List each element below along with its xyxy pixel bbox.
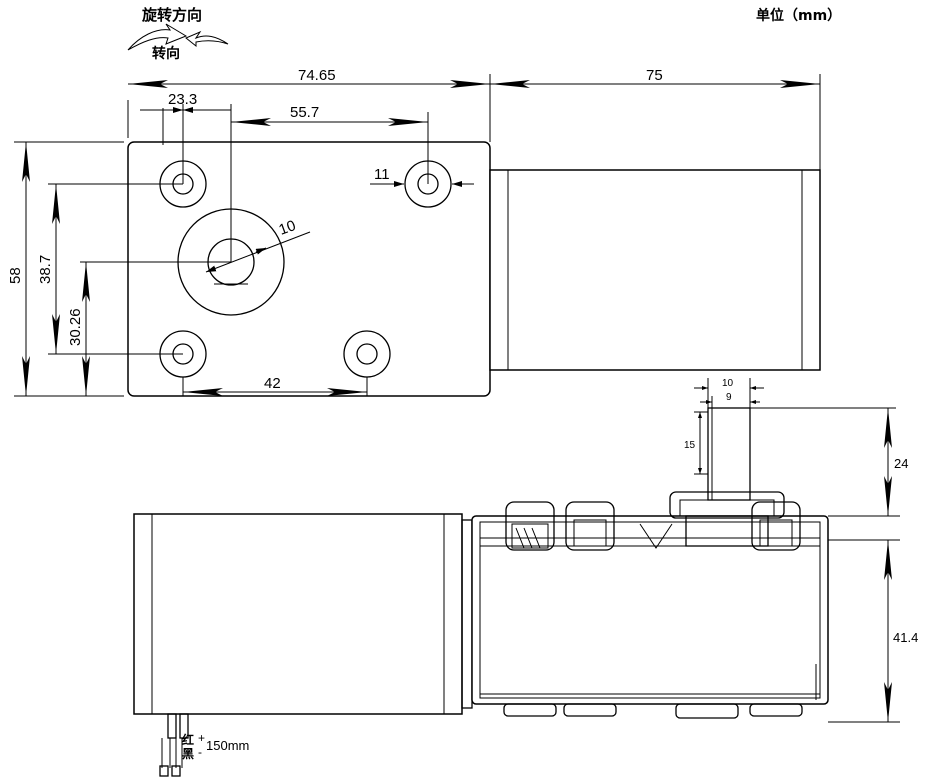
dim-23-3: 23.3 (168, 91, 197, 108)
side-view: 红 + 黑 - 150mm 10 9 15 24 41.4 (133, 378, 918, 777)
output-shaft-side (707, 407, 751, 501)
wire-black-label: 黑 (182, 747, 194, 761)
rotation-direction-legend: 旋转方向 转向 (127, 6, 229, 62)
rotation-arrow-icon-2 (185, 30, 229, 48)
dim-24: 24 (894, 456, 908, 471)
wire-minus-label: - (198, 745, 202, 759)
dim-38-7: 38.7 (37, 255, 54, 284)
motor-body-top (489, 169, 821, 371)
unit-label: 单位（mm） (756, 7, 841, 24)
dim-shaft-9: 9 (726, 392, 732, 403)
dim-58: 58 (7, 267, 24, 284)
gearbox-plate (127, 141, 491, 397)
rotation-arrow-icon (127, 23, 188, 51)
rotation-label: 转向 (152, 45, 180, 62)
dim-75: 75 (646, 67, 663, 84)
wire-red-label: 红 (182, 732, 194, 747)
dim-shaft-10: 10 (722, 378, 734, 389)
wire-plus-label: + (198, 731, 205, 745)
gearbox-side (471, 515, 829, 705)
dim-55-7: 55.7 (290, 104, 319, 121)
dim-74-65: 74.65 (298, 67, 336, 84)
lead-wires (159, 713, 189, 777)
rotation-direction-title: 旋转方向 (141, 6, 202, 24)
dim-30-26: 30.26 (67, 308, 84, 346)
top-view: 74.65 75 23.3 55.7 11 10 58 38.7 30.2 (7, 67, 821, 397)
motor-body-side (133, 513, 463, 715)
dim-11: 11 (374, 166, 390, 183)
dim-10-shaft: 10 (277, 217, 298, 239)
wire-length-label: 150mm (206, 738, 249, 753)
dim-41-4: 41.4 (893, 630, 918, 645)
dim-42: 42 (264, 375, 281, 392)
dim-shaft-15: 15 (684, 440, 696, 451)
